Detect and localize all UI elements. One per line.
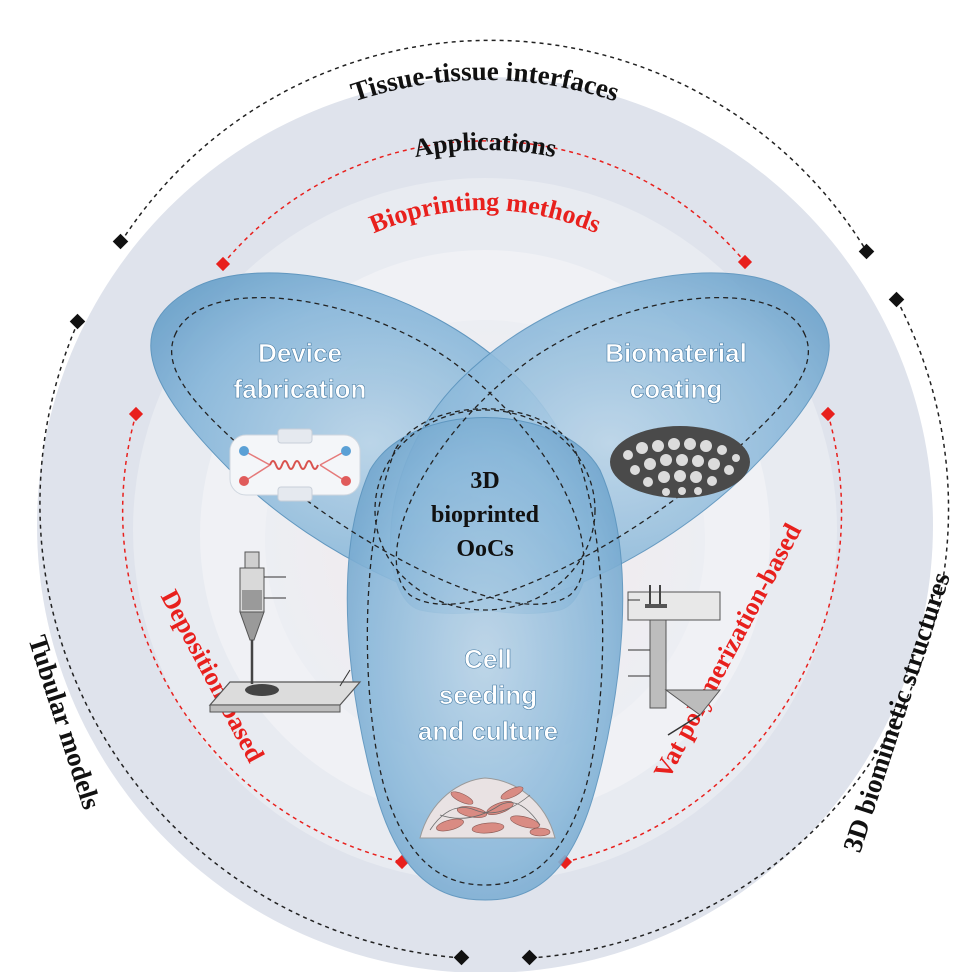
red-dashed-arcs: [121, 140, 843, 863]
petal-cell-seeding: [346, 417, 624, 901]
cells-line-1: Cell: [464, 644, 512, 674]
petal-label-biomaterial: Biomaterial coating: [605, 338, 747, 405]
microfluidic-chip-icon: [229, 428, 361, 502]
vat-printer-icon: [627, 585, 722, 736]
petal-label-device: Device fabrication: [233, 338, 367, 405]
porous-scaffold-icon: [610, 426, 750, 498]
cells-line-3: and culture: [418, 716, 558, 746]
cells-line-2: seeding: [439, 680, 537, 710]
petal-label-cells: Cell seeding and culture: [418, 644, 559, 747]
biomaterial-line-2: coating: [630, 374, 722, 404]
device-line-1: Device: [258, 338, 342, 368]
center-line-1: 3D: [470, 468, 499, 494]
device-line-2: fabrication: [234, 374, 367, 404]
cell-culture-icon: [419, 777, 556, 839]
center-label: 3D bioprinted OoCs: [431, 468, 540, 562]
outer-dashed-arcs: [39, 39, 950, 959]
biomaterial-line-1: Biomaterial: [605, 338, 747, 368]
center-line-3: OoCs: [456, 536, 513, 562]
extrusion-printer-icon: [208, 551, 362, 713]
pore-pattern: [623, 438, 740, 496]
center-line-2: bioprinted: [431, 502, 540, 528]
